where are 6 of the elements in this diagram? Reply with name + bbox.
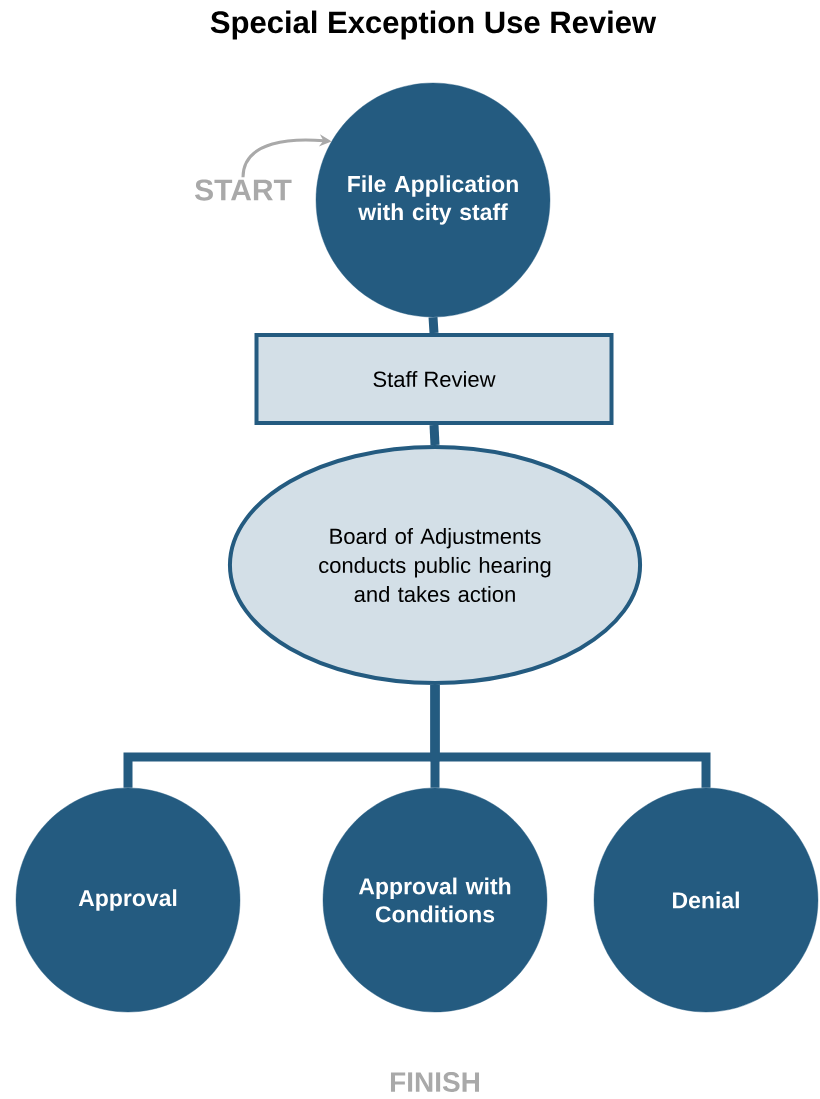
connector-line: [429, 424, 440, 446]
finish-label: FINISH: [391, 1072, 479, 1092]
title: Special Exception Use Review: [210, 10, 657, 40]
start-label: START: [195, 179, 292, 201]
process-box: Staff Review: [254, 333, 614, 425]
connector-line: [428, 316, 439, 334]
